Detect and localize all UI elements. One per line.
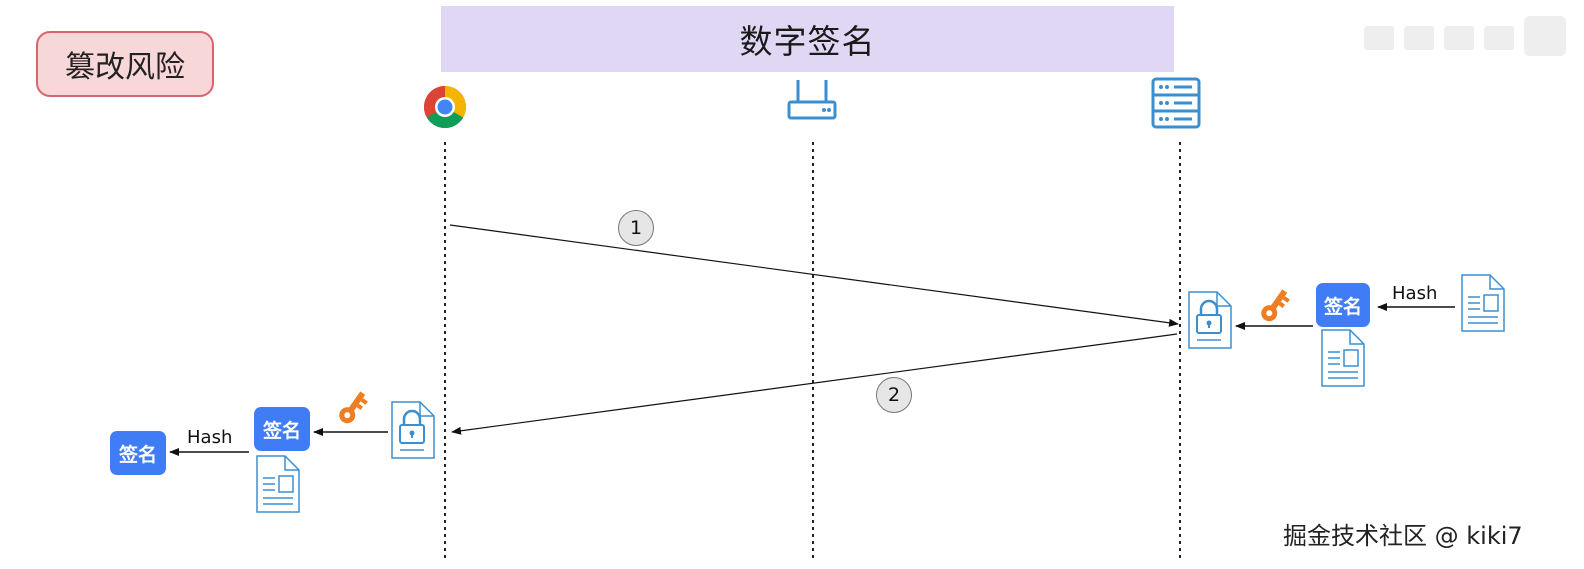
document-icon (1461, 274, 1505, 332)
signature-box: 签名 (254, 407, 310, 451)
document-icon (256, 455, 300, 513)
server-icon (1151, 77, 1201, 129)
chrome-icon (423, 85, 467, 129)
result-signature-box: 签名 (110, 431, 166, 475)
step-badge-2: 2 (876, 377, 912, 413)
message-arrow-2 (451, 333, 1178, 435)
locked-document-icon (391, 401, 435, 459)
risk-tag: 篡改风险 (36, 31, 214, 97)
document-icon (1321, 329, 1365, 387)
router-icon (787, 80, 837, 120)
watermark: 掘金技术社区 @ kiki7 (1283, 522, 1523, 550)
message-arrow-1 (449, 224, 1179, 327)
signature-box: 签名 (1316, 283, 1370, 327)
hash-label: Hash (187, 427, 233, 448)
step-badge-1: 1 (618, 210, 654, 246)
key-icon (1261, 289, 1290, 322)
locked-document-icon (1188, 291, 1232, 349)
diagram-title: 数字签名 (441, 6, 1174, 72)
corner-logo (1364, 16, 1566, 56)
key-icon (339, 391, 368, 424)
hash-label: Hash (1392, 283, 1438, 304)
